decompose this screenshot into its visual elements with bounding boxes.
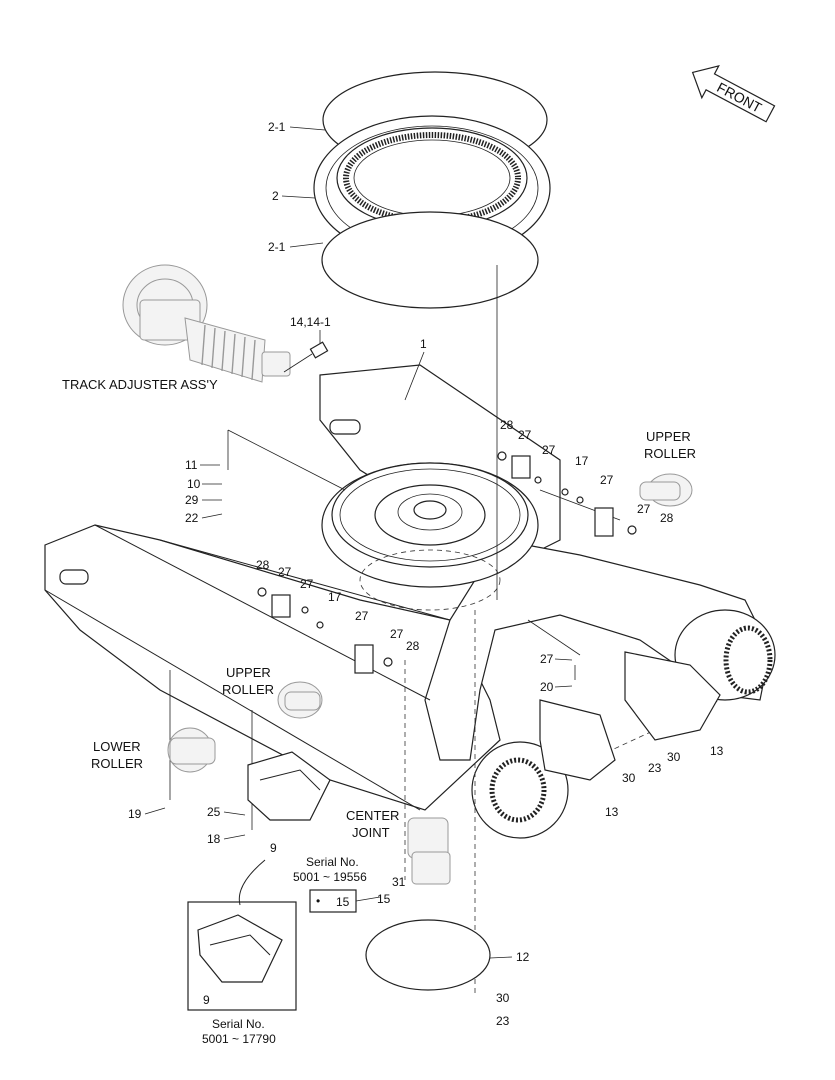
callouts: 2-1 2 2-1 14,14-1 1 11 10 29 22 28 27 27… <box>62 120 724 1046</box>
callout-swing-bearing: 2 <box>272 189 279 203</box>
callout-c15b: 15 <box>377 892 391 906</box>
callout-b27: 27 <box>540 652 554 666</box>
callout-r27d: 27 <box>637 502 651 516</box>
inset-box <box>187 901 297 1011</box>
callout-c30b: 30 <box>622 771 636 785</box>
label-center-joint-2: JOINT <box>352 825 390 840</box>
callout-c13a: 13 <box>710 744 724 758</box>
label-lower-roller-1: LOWER <box>93 739 141 754</box>
callout-l28b: 28 <box>406 639 420 653</box>
bottom-cover-disc <box>365 919 491 991</box>
callout-l27a: 27 <box>278 565 292 579</box>
callout-r17a: 17 <box>575 454 589 468</box>
covers <box>539 651 721 781</box>
callout-r28a: 28 <box>500 418 514 432</box>
serial-range-a: 5001 ~ 19556 <box>293 870 367 884</box>
inset-arrow <box>238 859 266 906</box>
callout-c30a: 30 <box>667 750 681 764</box>
track-adjuster-assembly <box>122 264 291 383</box>
upper-roller-right-brackets <box>497 451 637 537</box>
callout-c19: 19 <box>128 807 142 821</box>
upper-roller-left <box>277 681 323 719</box>
callout-l28a: 28 <box>256 558 270 572</box>
seal-bottom <box>321 211 539 309</box>
center-mount <box>321 462 539 611</box>
callout-b20: 20 <box>540 680 554 694</box>
guard-9 <box>247 751 331 821</box>
upper-roller-right <box>639 473 693 507</box>
label-upper-roller-left-2: ROLLER <box>222 682 274 697</box>
callout-shim-10: 10 <box>187 477 201 491</box>
grease-nipple <box>283 341 329 373</box>
callout-c30c: 30 <box>496 991 510 1005</box>
callout-plate-11: 11 <box>185 458 198 472</box>
serial-label-a: Serial No. <box>306 855 359 869</box>
callout-c31: 31 <box>392 875 406 889</box>
callout-c12: 12 <box>516 950 530 964</box>
callout-l27b: 27 <box>300 577 314 591</box>
callout-seal-bottom: 2-1 <box>268 240 286 254</box>
upper-roller-left-brackets <box>257 587 393 674</box>
sprocket-bore-left <box>489 757 547 823</box>
ring-gear-teeth <box>343 132 521 224</box>
center-joint <box>407 817 451 885</box>
callout-c18: 18 <box>207 832 221 846</box>
callout-seal-top: 2-1 <box>268 120 286 134</box>
callout-c9: 9 <box>270 841 277 855</box>
callout-frame: 1 <box>420 337 427 351</box>
callout-r27b: 27 <box>542 443 556 457</box>
callout-c23b: 23 <box>496 1014 510 1028</box>
serial-label-b: Serial No. <box>212 1017 265 1031</box>
callout-r27a: 27 <box>518 428 532 442</box>
label-upper-roller-left-1: UPPER <box>226 665 271 680</box>
label-upper-roller-right-2: ROLLER <box>644 446 696 461</box>
callout-l27c: 27 <box>355 609 369 623</box>
serial-range-b: 5001 ~ 17790 <box>202 1032 276 1046</box>
callout-c13b: 13 <box>605 805 619 819</box>
label-track-adjuster: TRACK ADJUSTER ASS'Y <box>62 377 218 392</box>
callout-c9-inset: 9 <box>203 993 210 1007</box>
callout-bolt-22: 22 <box>185 511 199 525</box>
label-center-joint-1: CENTER <box>346 808 399 823</box>
callout-r27c: 27 <box>600 473 614 487</box>
callout-r28b: 28 <box>660 511 674 525</box>
label-lower-roller-2: ROLLER <box>91 756 143 771</box>
callout-l27d: 27 <box>390 627 404 641</box>
sprocket-bore-right <box>723 625 773 695</box>
front-arrow: FRONT <box>691 65 776 123</box>
callout-l17: 17 <box>328 590 342 604</box>
callout-c23a: 23 <box>648 761 662 775</box>
callout-grease-nipple: 14,14-1 <box>290 315 331 329</box>
svg-text:•: • <box>316 894 320 908</box>
swing-bearing-group <box>313 71 551 309</box>
lower-roller <box>167 727 216 773</box>
callout-c15a: 15 <box>336 895 350 909</box>
callout-washer-29: 29 <box>185 493 199 507</box>
callout-c25: 25 <box>207 805 221 819</box>
label-upper-roller-right-1: UPPER <box>646 429 691 444</box>
